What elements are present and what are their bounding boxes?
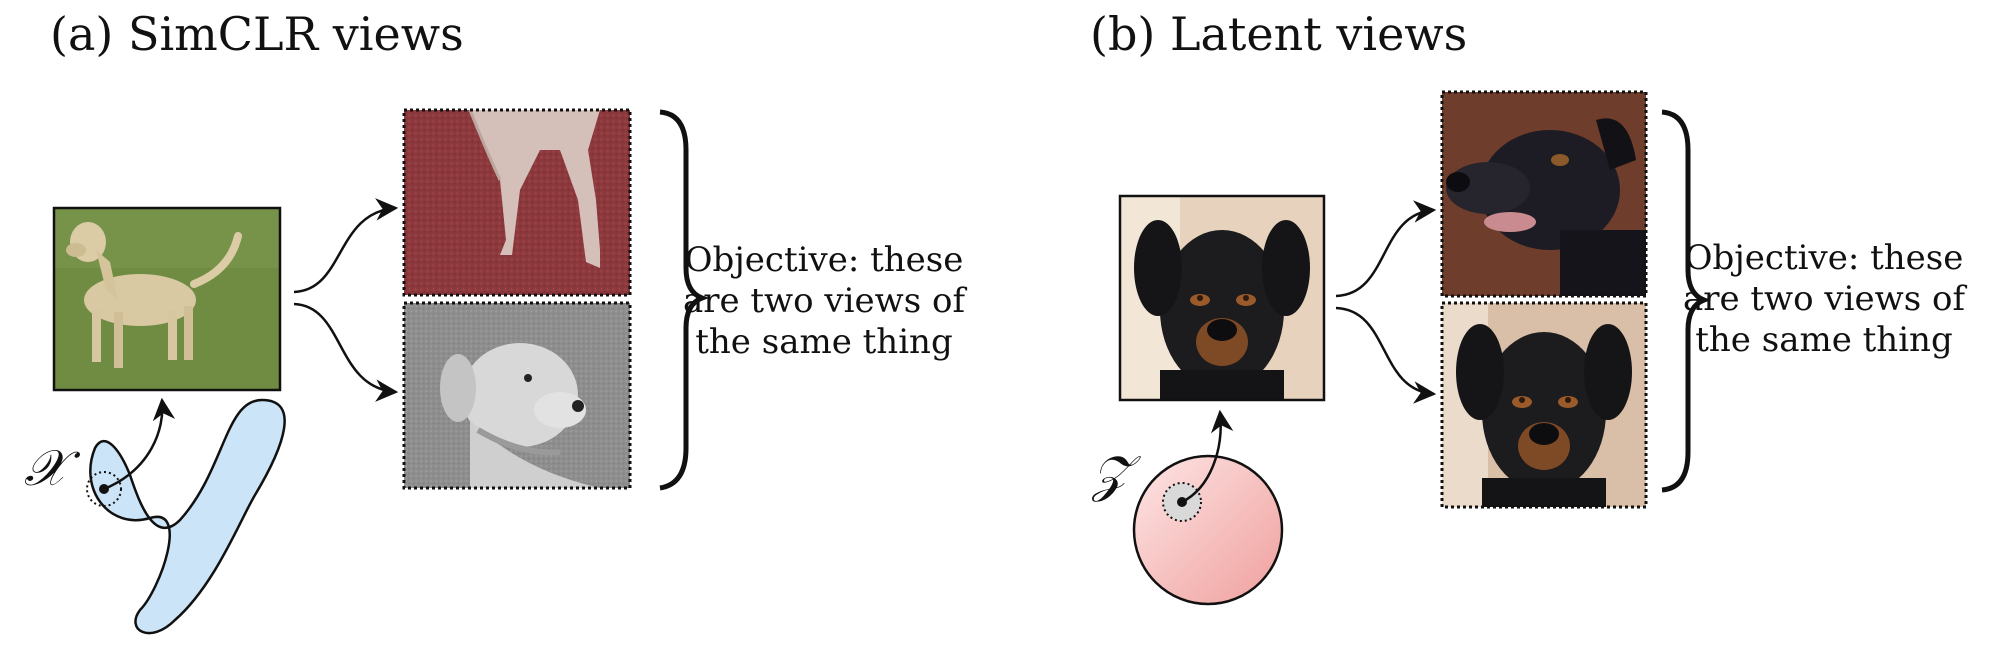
arrow-to-view-1 — [293, 198, 399, 294]
objective-line-2: are two views of — [682, 281, 966, 321]
original-image-frame-b — [1118, 194, 1326, 402]
sample-neighborhood — [86, 471, 122, 507]
view-2-frame — [402, 301, 632, 490]
arrow-to-latent-view-1 — [1335, 200, 1437, 298]
latent-view-2-frame — [1440, 301, 1648, 509]
dobermann-view-2-image — [1442, 303, 1646, 507]
arrow-to-view-2 — [293, 302, 399, 402]
data-space-blob — [89, 398, 286, 635]
view-1-frame — [402, 108, 632, 297]
objective-line-2: are two views of — [1682, 279, 1966, 319]
original-image-frame — [52, 206, 282, 392]
panel-simclr: (a) SimCLR views — [24, 7, 984, 635]
objective-line-1: Objective: these — [684, 240, 964, 280]
arrow-sample-to-image — [103, 397, 176, 491]
labrador-original-image — [54, 208, 280, 390]
space-symbol-z: 𝒵 — [1092, 445, 1131, 503]
panel-a-title: (a) SimCLR views — [50, 7, 464, 61]
space-symbol-x: 𝒳 — [24, 439, 67, 497]
objective-line-3: the same thing — [695, 322, 953, 362]
dobermann-original-image — [1120, 196, 1324, 400]
arrow-latent-to-image — [1181, 409, 1234, 504]
objective-line-3: the same thing — [1695, 320, 1953, 360]
panel-b-figure — [1118, 90, 1712, 606]
objective-text-b: Objective: these are two views of the sa… — [1664, 238, 1984, 361]
dobermann-view-1-image — [1442, 92, 1646, 296]
brace — [659, 109, 710, 491]
objective-line-1: Objective: these — [1684, 238, 1964, 278]
brace-b — [1661, 109, 1712, 493]
latent-view-1-frame — [1440, 90, 1648, 298]
view-crop-red-image — [404, 110, 630, 295]
objective-text-a: Objective: these are two views of the sa… — [664, 240, 984, 363]
panel-a-figure — [52, 108, 710, 635]
view-greyscale-image — [404, 303, 630, 488]
panel-latent: (b) Latent views — [1040, 0, 2004, 648]
arrow-to-latent-view-2 — [1335, 306, 1437, 404]
panel-b-title: (b) Latent views — [1090, 7, 1468, 61]
